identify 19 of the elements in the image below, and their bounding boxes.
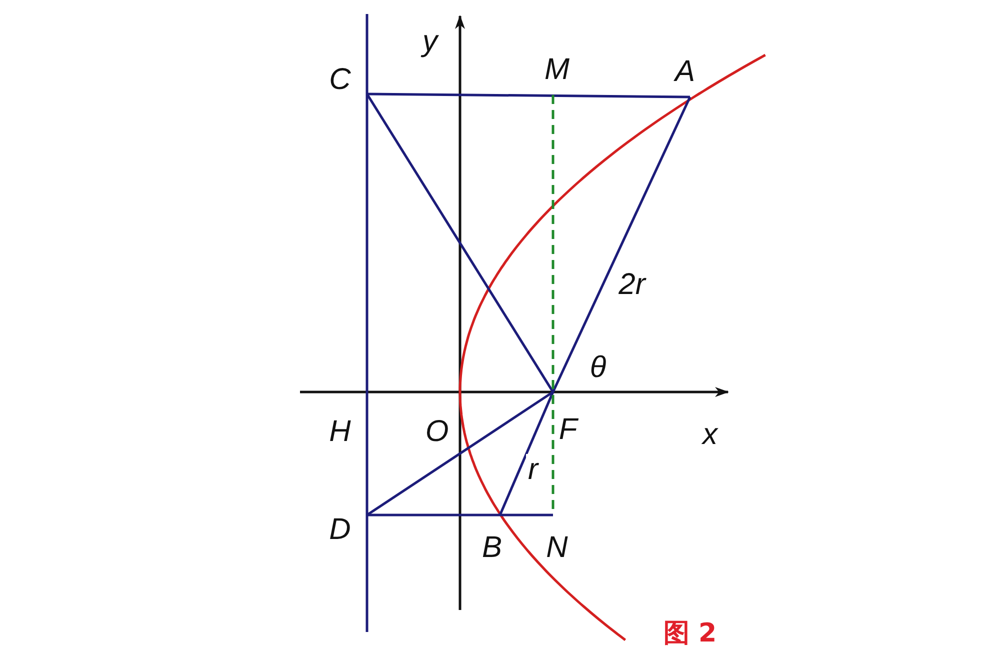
point-label: B xyxy=(482,532,502,564)
point-label: N xyxy=(546,532,568,564)
point-label: O xyxy=(425,416,449,448)
angle-label: θ xyxy=(590,352,606,384)
figure-caption: 图 2 xyxy=(663,618,717,650)
axis-label: y xyxy=(422,26,438,58)
line-segment xyxy=(367,514,553,516)
line-segment xyxy=(498,392,554,516)
point-label: F xyxy=(558,414,578,446)
point-label: H xyxy=(329,416,351,448)
line-segment xyxy=(366,92,690,98)
line-segment xyxy=(552,96,692,393)
line-segment xyxy=(366,93,554,393)
point-label: A xyxy=(675,56,695,88)
point-label: M xyxy=(544,54,570,86)
point-label: D xyxy=(329,514,351,546)
point-label: C xyxy=(329,64,351,96)
line-segment xyxy=(366,390,554,516)
axis-label: x xyxy=(702,419,718,451)
